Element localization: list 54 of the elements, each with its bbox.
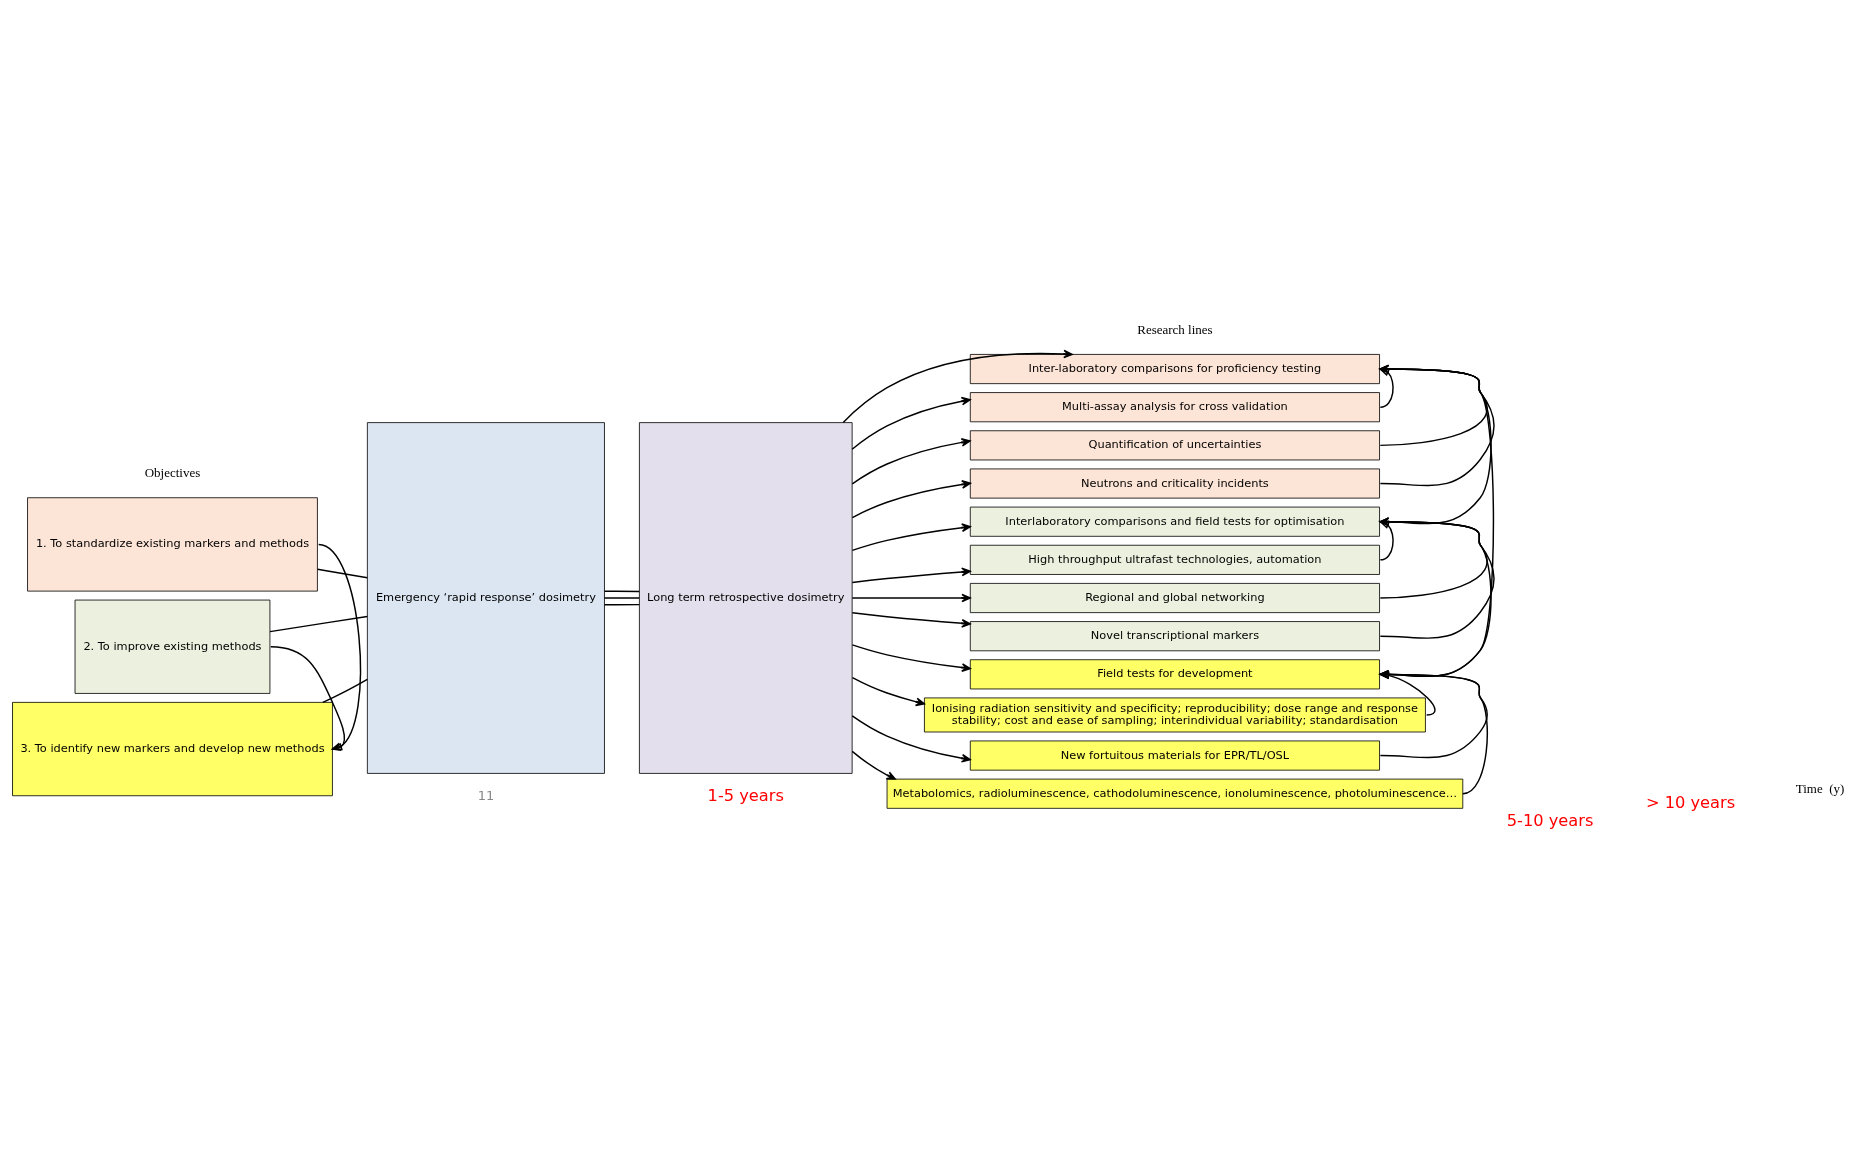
arrow bbox=[1379, 364, 1495, 677]
node-box: Long term retrospective dosimetry bbox=[639, 421, 853, 774]
node-box: Metabolomics, radioluminescence, cathodoluminescence, ionoluminescence, photoluminescence… bbox=[886, 778, 1464, 809]
node-box: Quantification of uncertainties bbox=[969, 429, 1380, 460]
node-box: 2. To improve existing methods bbox=[74, 599, 271, 694]
node-box: Field tests for development bbox=[969, 658, 1380, 689]
arrow bbox=[842, 349, 1073, 423]
arrow bbox=[851, 676, 926, 706]
arrow bbox=[851, 479, 971, 518]
arrow bbox=[851, 396, 971, 450]
node-box: Multi-assay analysis for cross validation bbox=[969, 391, 1380, 422]
node-box: New fortuitous materials for EPR/TL/OSL bbox=[969, 740, 1380, 771]
label: 1-5 years bbox=[707, 785, 784, 805]
arrow bbox=[1379, 364, 1495, 486]
node-box: Regional and global networking bbox=[969, 582, 1380, 613]
arrow bbox=[1379, 669, 1488, 794]
connector bbox=[603, 590, 640, 592]
node-box: Neutrons and criticality incidents bbox=[969, 468, 1380, 499]
node-box: Interlaboratory comparisons and field tests for optimisation bbox=[969, 506, 1380, 537]
arrow bbox=[851, 522, 971, 551]
node-box: Inter-laboratory comparisons for proficiency testing bbox=[969, 353, 1380, 384]
arrow bbox=[1379, 367, 1492, 526]
arrow bbox=[851, 437, 971, 485]
arrow bbox=[1379, 516, 1495, 639]
node-box: Emergency ‘rapid response’ dosimetry bbox=[366, 421, 605, 774]
label: 11 bbox=[477, 787, 495, 803]
arrow bbox=[851, 593, 971, 602]
label: Time (y) bbox=[1795, 780, 1845, 796]
arrow bbox=[851, 750, 896, 780]
connector bbox=[603, 596, 640, 599]
label: 5-10 years bbox=[1506, 810, 1594, 830]
connector bbox=[269, 615, 368, 632]
node-box: Ionising radiation sensitivity and specificity; reproducibility; dose range and response stability; cost and ease of sampling; interindividual variability; standardisation bbox=[924, 697, 1426, 732]
connector bbox=[316, 568, 369, 578]
connector bbox=[603, 603, 640, 605]
node-box: Novel transcriptional markers bbox=[969, 620, 1380, 651]
label: Objectives bbox=[144, 464, 201, 480]
arrow bbox=[1378, 671, 1436, 716]
arrow bbox=[851, 643, 971, 672]
node-box: 3. To identify new markers and develop new methods bbox=[12, 701, 333, 796]
arrow bbox=[851, 611, 971, 628]
arrow bbox=[851, 567, 971, 583]
arrow bbox=[1378, 520, 1394, 561]
arrow bbox=[1379, 364, 1488, 446]
arrow bbox=[1379, 516, 1488, 599]
connector bbox=[322, 678, 369, 703]
arrow bbox=[1378, 367, 1394, 408]
arrow bbox=[1379, 669, 1488, 758]
node-box: High throughput ultrafast technologies, automation bbox=[969, 544, 1380, 575]
label: > 10 years bbox=[1645, 792, 1736, 812]
arrow bbox=[1379, 520, 1492, 679]
label: Research lines bbox=[1137, 321, 1213, 337]
arrow bbox=[851, 714, 971, 763]
node-box: 1. To standardize existing markers and methods bbox=[27, 496, 318, 592]
